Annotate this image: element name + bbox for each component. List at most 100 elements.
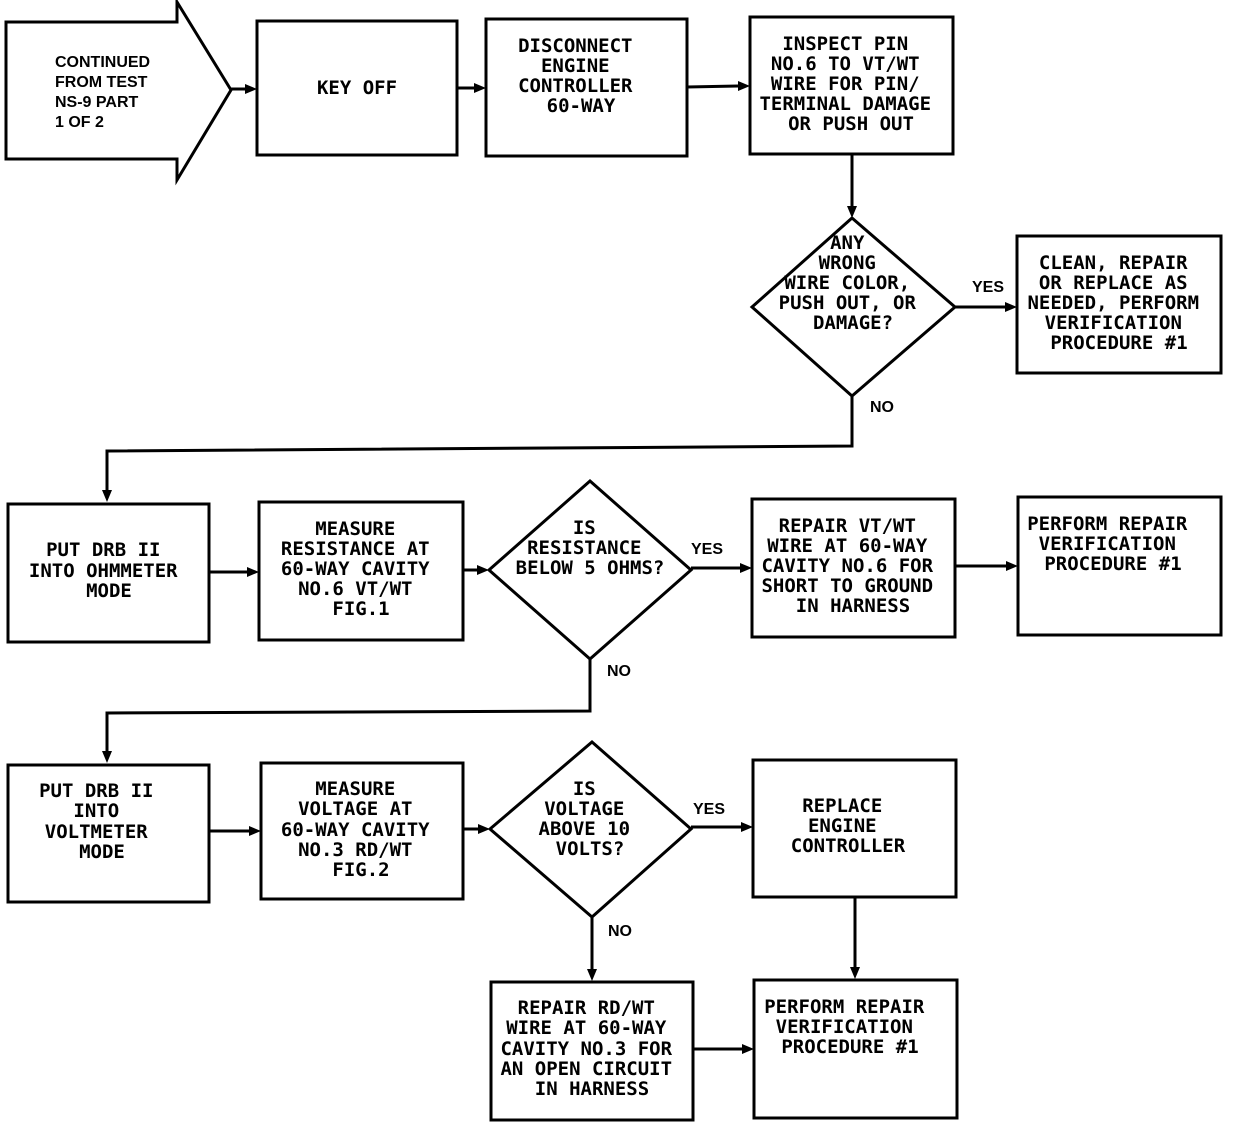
measure-voltage-line: NO.3 RD/WT <box>298 839 412 861</box>
start-label: CONTINUED FROM TEST NS-9 PART 1 OF 2 <box>55 54 155 131</box>
replace-controller-box: REPLACE ENGINE CONTROLLER <box>751 758 958 899</box>
repair-rd-line: IN HARNESS <box>535 1078 649 1100</box>
decision-resistance-line: BELOW 5 OHMS? <box>516 557 665 579</box>
measure-resistance-line: FIG.1 <box>332 598 389 620</box>
verify-2-box: PERFORM REPAIR VERIFICATION PROCEDURE #1 <box>752 978 959 1120</box>
verify-2-line: PROCEDURE #1 <box>781 1036 918 1058</box>
measure-resistance-line: MEASURE <box>315 518 395 540</box>
decision-resistance: IS RESISTANCE BELOW 5 OHMS? <box>486 479 694 661</box>
voltmeter-line: VOLTMETER <box>45 821 149 843</box>
decision-voltage-line: ABOVE 10 <box>539 818 631 840</box>
clean-repair-line: OR REPLACE AS <box>1039 272 1188 294</box>
repair-rd-line: WIRE AT 60-WAY <box>506 1017 667 1039</box>
voltmeter-mode-box: PUT DRB II INTO VOLTMETER MODE <box>6 763 211 904</box>
start-line: NS-9 PART <box>55 94 138 111</box>
no-label: NO <box>607 663 631 680</box>
start-line: CONTINUED <box>55 54 150 71</box>
repair-rd-line: AN OPEN CIRCUIT <box>500 1058 672 1080</box>
svg-text:IS VOLTAGE ABOVE 1: IS VOLTAGE ABOVE 10 VOLTS? <box>539 778 642 860</box>
decision-voltage-line: VOLTAGE <box>544 798 624 820</box>
measure-voltage-line: MEASURE <box>315 778 395 800</box>
clean-repair-line: NEEDED, PERFORM <box>1027 292 1199 314</box>
svg-text:PUT DRB II INTO VO: PUT DRB II INTO VOLTMETER MODE <box>39 780 165 863</box>
verify-1-line: PERFORM REPAIR <box>1027 513 1188 535</box>
verify-2-line: PERFORM REPAIR <box>764 996 925 1018</box>
ohmmeter-line: MODE <box>86 580 132 602</box>
svg-text:REPAIR VT/WT WIRE AT 60-: REPAIR VT/WT WIRE AT 60-WAY CAVITY NO.6 … <box>761 515 944 617</box>
yes-label: YES <box>691 541 723 558</box>
inspect-pin-box: INSPECT PIN NO.6 TO VT/WT WIRE FOR PIN/ … <box>748 15 955 156</box>
measure-voltage-line: VOLTAGE AT <box>298 798 412 820</box>
yes-label: YES <box>693 801 725 818</box>
replace-controller-line: REPLACE <box>802 795 882 817</box>
svg-text:ANY WRONG WIRE COL: ANY WRONG WIRE COLOR, PUSH OUT, OR DAMAG… <box>779 232 928 334</box>
start-line: FROM TEST <box>55 74 148 91</box>
voltmeter-line: PUT DRB II <box>39 780 153 802</box>
repair-rd-line: REPAIR RD/WT <box>518 997 655 1019</box>
decision-voltage: IS VOLTAGE ABOVE 10 VOLTS? <box>487 740 694 919</box>
verify-2-line: VERIFICATION <box>776 1016 913 1038</box>
start-line: 1 OF 2 <box>55 114 104 131</box>
disconnect-line: 60-WAY <box>547 95 616 117</box>
ohmmeter-line: PUT DRB II <box>46 539 160 561</box>
inspect-pin-line: TERMINAL DAMAGE <box>759 93 931 115</box>
decision-wire-line: PUSH OUT, OR <box>779 292 917 314</box>
verify-1-line: VERIFICATION <box>1039 533 1176 555</box>
verify-1-box: PERFORM REPAIR VERIFICATION PROCEDURE #1 <box>1016 495 1223 637</box>
svg-text:REPLACE ENGINE CON: REPLACE ENGINE CONTROLLER <box>791 795 906 857</box>
svg-text:PERFORM REPAIR VERIFICAT: PERFORM REPAIR VERIFICATION PROCEDURE #1 <box>764 996 936 1058</box>
row4-connectors <box>693 1044 754 1054</box>
decision-resistance-line: RESISTANCE <box>527 537 641 559</box>
inspect-pin-line: WIRE FOR PIN/ <box>771 73 920 95</box>
svg-text:KEY OFF: KEY OFF <box>317 77 397 99</box>
svg-text:MEASURE VOLTAGE AT: MEASURE VOLTAGE AT 60-WAY CAVITY NO.3 RD… <box>281 778 441 881</box>
decision-voltage-line: IS <box>573 778 596 800</box>
svg-text:MEASURE RESISTANCE AT: MEASURE RESISTANCE AT 60-WAY CAVITY NO.6… <box>281 518 441 620</box>
measure-resistance-box: MEASURE RESISTANCE AT 60-WAY CAVITY NO.6… <box>257 500 465 642</box>
decision-voltage-line: VOLTS? <box>556 838 625 860</box>
decision-wire-line: WIRE COLOR, <box>784 272 910 294</box>
voltmeter-line: INTO <box>73 800 119 822</box>
decision-wire-line: DAMAGE? <box>813 312 893 334</box>
svg-text:IS RESISTANCE BELO: IS RESISTANCE BELOW 5 OHMS? <box>516 517 665 579</box>
row2-connectors: YES NO <box>102 541 1018 763</box>
svg-text:REPAIR RD/WT WIRE AT 60-: REPAIR RD/WT WIRE AT 60-WAY CAVITY NO.3 … <box>500 997 683 1100</box>
repair-vt-box: REPAIR VT/WT WIRE AT 60-WAY CAVITY NO.6 … <box>750 497 957 639</box>
key-off-line: KEY OFF <box>317 77 397 99</box>
decision-wire-line: ANY <box>830 232 865 254</box>
no-label: NO <box>870 399 894 416</box>
replace-controller-line: ENGINE <box>808 815 877 837</box>
disconnect-line: ENGINE <box>541 55 610 77</box>
measure-resistance-line: NO.6 VT/WT <box>298 578 412 600</box>
replace-controller-line: CONTROLLER <box>791 835 906 857</box>
inspect-pin-line: NO.6 TO VT/WT <box>771 53 920 75</box>
no-label: NO <box>608 923 632 940</box>
disconnect-controller-box: DISCONNECT ENGINE CONTROLLER 60-WAY <box>484 17 689 158</box>
svg-text:PUT DRB II INTO OHMMETER: PUT DRB II INTO OHMMETER MODE <box>29 539 189 602</box>
clean-repair-line: CLEAN, REPAIR <box>1039 252 1188 274</box>
inspect-pin-line: INSPECT PIN <box>782 33 908 55</box>
repair-vt-line: CAVITY NO.6 FOR <box>761 555 933 577</box>
row1-connectors: YES NO <box>102 81 1017 502</box>
measure-voltage-line: 60-WAY CAVITY <box>281 819 430 841</box>
decision-wire-damage: ANY WRONG WIRE COLOR, PUSH OUT, OR DAMAG… <box>749 216 958 398</box>
voltmeter-line: MODE <box>79 841 125 863</box>
measure-voltage-line: FIG.2 <box>332 859 389 881</box>
repair-vt-line: SHORT TO GROUND <box>761 575 933 597</box>
clean-repair-line: PROCEDURE #1 <box>1050 332 1187 354</box>
row3-connectors: YES NO <box>209 801 860 981</box>
repair-vt-line: WIRE AT 60-WAY <box>767 535 928 557</box>
svg-text:CLEAN, REPAIR OR REPLACE: CLEAN, REPAIR OR REPLACE AS NEEDED, PERF… <box>1027 252 1210 354</box>
inspect-pin-line: OR PUSH OUT <box>788 113 914 135</box>
measure-resistance-line: RESISTANCE AT <box>281 538 430 560</box>
repair-rd-box: REPAIR RD/WT WIRE AT 60-WAY CAVITY NO.3 … <box>489 980 695 1122</box>
key-off-box: KEY OFF <box>255 19 459 157</box>
svg-text:PERFORM REPAIR VERIFICAT: PERFORM REPAIR VERIFICATION PROCEDURE #1 <box>1027 513 1199 575</box>
yes-label: YES <box>972 279 1004 296</box>
disconnect-line: CONTROLLER <box>518 75 633 97</box>
measure-voltage-box: MEASURE VOLTAGE AT 60-WAY CAVITY NO.3 RD… <box>259 761 465 901</box>
verify-1-line: PROCEDURE #1 <box>1044 553 1181 575</box>
svg-text:DISCONNECT ENGINE: DISCONNECT ENGINE CONTROLLER 60-WAY <box>518 35 644 117</box>
repair-vt-line: REPAIR VT/WT <box>779 515 916 537</box>
